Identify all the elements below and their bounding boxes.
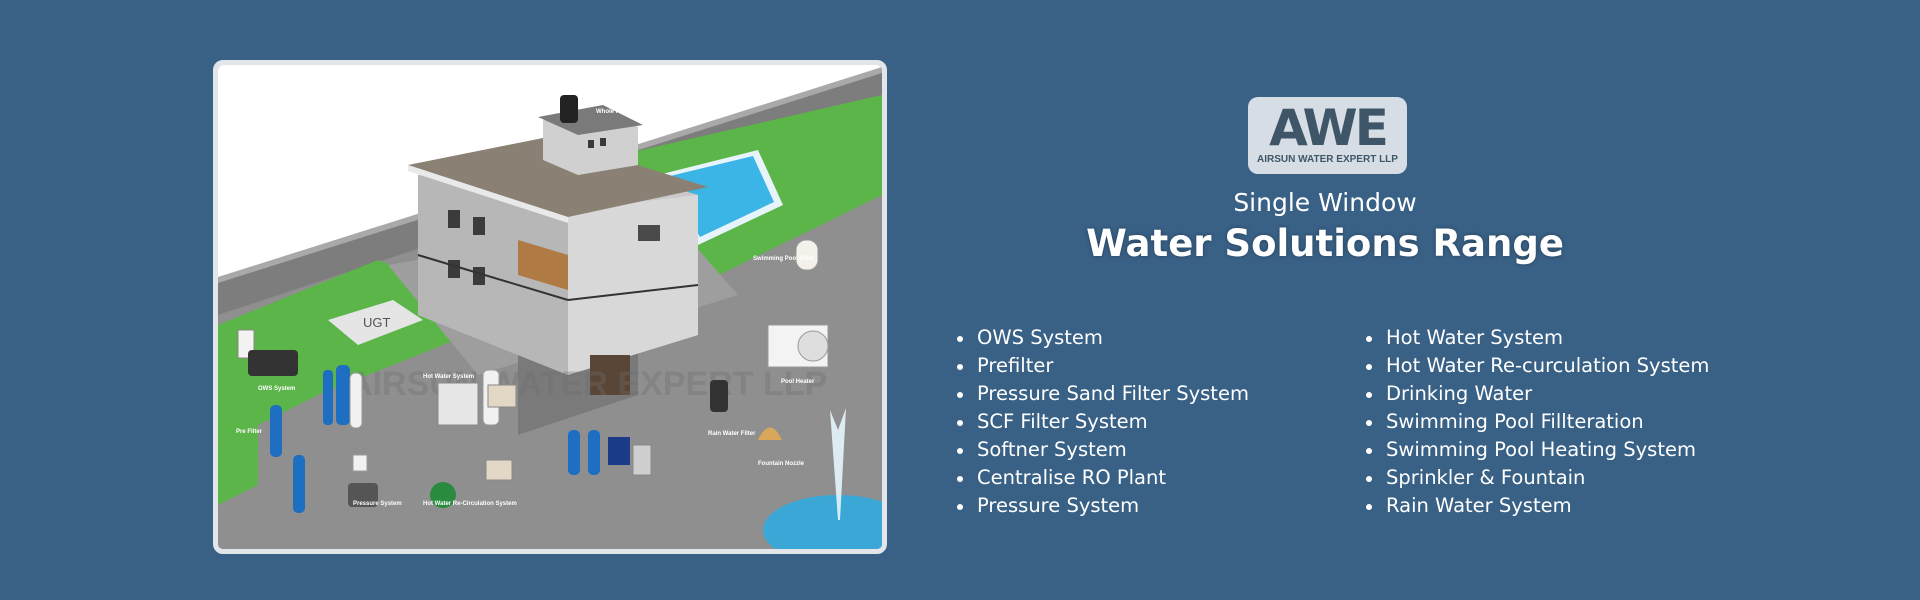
house-water-systems-illustration: UGT AIRSUN WATER EXPERT LLP [213,60,887,554]
list-item: Swimming Pool Heating System [1364,436,1709,464]
section-subtitle: Single Window [1233,188,1417,217]
label-pool-heater: Pool Heater [781,379,815,385]
label-hot-water-system: Hot Water System [423,374,474,380]
logo-mark: AWE [1269,99,1386,157]
list-item: Rain Water System [1364,492,1709,520]
label-whole-house-ro: Whole House RO Plant [596,109,661,115]
sintex-tank [560,95,578,123]
list-item: Prefilter [955,352,1249,380]
fountain-pool [763,495,882,549]
list-item: OWS System [955,324,1249,352]
list-item: Softner System [955,436,1249,464]
list-item: Hot Water System [1364,324,1709,352]
list-item: Hot Water Re-curculation System [1364,352,1709,380]
solutions-list-right: Hot Water System Hot Water Re-curculatio… [1364,324,1709,520]
ugt-label: UGT [363,315,391,330]
equipment [237,239,882,549]
list-item: Swimming Pool Fillteration [1364,408,1709,436]
house [408,95,708,395]
label-pressure-system: Pressure System [353,501,402,507]
label-ows-system: OWS System [258,386,295,392]
logo-company-name: AIRSUN WATER EXPERT LLP [1257,154,1398,165]
illustration-scene: UGT AIRSUN WATER EXPERT LLP [218,65,882,549]
list-item: Pressure Sand Filter System [955,380,1249,408]
company-logo: AWE AIRSUN WATER EXPERT LLP [1248,97,1407,174]
logo-graphic: AWE AIRSUN WATER EXPERT LLP [1257,99,1398,165]
list-item: Sprinkler & Fountain [1364,464,1709,492]
list-item: SCF Filter System [955,408,1249,436]
label-rain-water-filter: Rain Water Filter [708,431,756,437]
ugt-slab [328,300,423,345]
label-hot-water-recirculation: Hot Water Re-Circulation System [423,501,517,507]
label-swimming-pool-filter: Swimming Pool Filter [753,256,815,262]
label-sintex-tank: Sintex Tanki [553,87,588,93]
list-item: Pressure System [955,492,1249,520]
list-item: Drinking Water [1364,380,1709,408]
illustration-watermark: AIRSUN WATER EXPERT LLP [348,365,827,403]
solutions-list-left: OWS System Prefilter Pressure Sand Filte… [955,324,1249,520]
list-item: Centralise RO Plant [955,464,1249,492]
label-pre-filter: Pre Filter [236,429,263,435]
section-title: Water Solutions Range [1086,222,1564,265]
label-fountain-nozzle: Fountain Nozzle [758,461,805,467]
